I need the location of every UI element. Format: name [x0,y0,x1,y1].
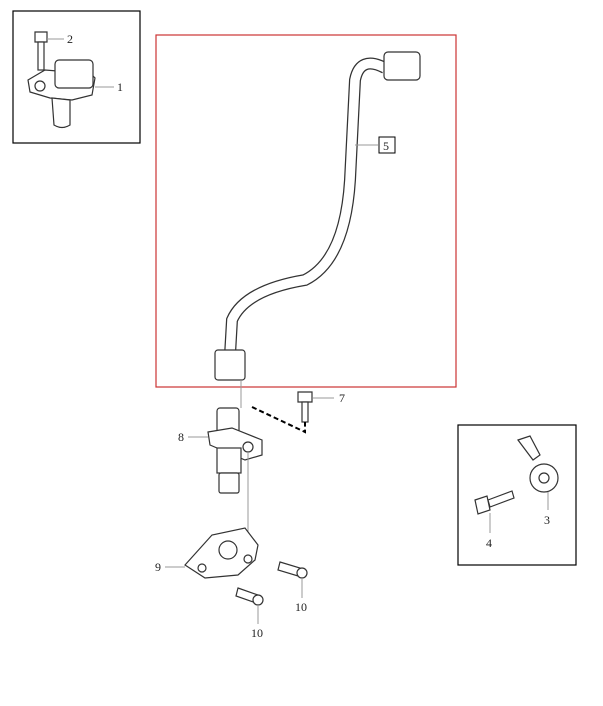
part-2-bolt[interactable] [34,31,48,71]
part-5-wiring-harness[interactable] [214,51,421,381]
inset-frame-sensor-1 [12,10,141,144]
part-8-camshaft-sensor[interactable] [207,407,263,494]
callout-9: 9 [155,560,161,574]
assembly-path-line [251,406,306,434]
callout-1: 1 [117,80,123,94]
callout-7: 7 [339,391,345,405]
part-7-bolt[interactable] [297,391,313,423]
part-3-knock-sensor[interactable] [517,435,559,493]
callout-5: 5 [383,139,389,153]
callout-4: 4 [486,536,492,550]
part-10-bolt-b[interactable] [235,587,264,606]
part-4-bolt[interactable] [474,490,515,515]
callout-2: 2 [67,32,73,46]
highlight-frame [155,34,457,388]
callout-10-right: 10 [295,600,307,614]
callout-10-bottom: 10 [251,626,263,640]
callout-8: 8 [178,430,184,444]
inset-frame-knock-sensor [457,424,577,566]
part-10-bolt-a[interactable] [277,561,308,579]
callout-5-box [378,136,396,154]
part-9-bracket[interactable] [184,527,259,579]
part-1-sensor[interactable] [27,59,96,129]
callout-3: 3 [544,513,550,527]
